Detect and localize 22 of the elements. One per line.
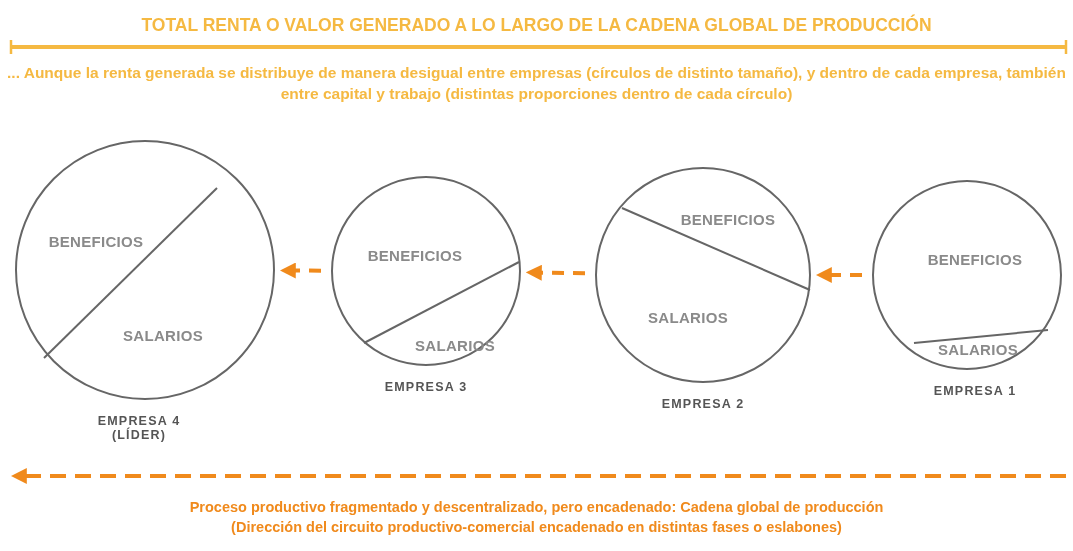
split-circle [331, 176, 521, 366]
segment-label: BENEFICIOS [48, 232, 144, 250]
split-circle [595, 167, 811, 383]
arrow [525, 264, 586, 281]
caption-text: Proceso productivo fragmentado y descentralizado, pero encadenado: Cadena global de producción [188, 498, 885, 517]
company-label: EMPRESA 3 [383, 380, 469, 394]
segment-label: SALARIOS [123, 326, 203, 344]
segment-label: SALARIOS [938, 340, 1018, 358]
arrow [279, 262, 321, 279]
company-label: EMPRESA 4 (LÍDER) [96, 414, 182, 442]
split-circle [15, 140, 275, 400]
segment-label: BENEFICIOS [367, 246, 463, 264]
company-label: EMPRESA 2 [660, 397, 746, 411]
segment-label: BENEFICIOS [927, 250, 1023, 268]
arrow [815, 267, 862, 283]
split-circle [872, 180, 1062, 370]
title: TOTAL RENTA O VALOR GENERADO A LO LARGO DE LA CADENA GLOBAL DE PRODUCCIÓN [140, 15, 933, 36]
caption-text: (Dirección del circuito productivo-comercial encadenado en distintas fases o eslabones) [230, 518, 843, 537]
segment-label: SALARIOS [648, 308, 728, 326]
company-label: EMPRESA 1 [932, 384, 1018, 398]
subtitle-text: ... Aunque la renta generada se distribuye de manera desigual entre empresas (círculos de distinto tamaño), y dentro de cada empresa, también entre capital y trabajo (distintas proporciones dentro de cada círculo) [6, 63, 1067, 104]
segment-label: BENEFICIOS [680, 210, 776, 228]
